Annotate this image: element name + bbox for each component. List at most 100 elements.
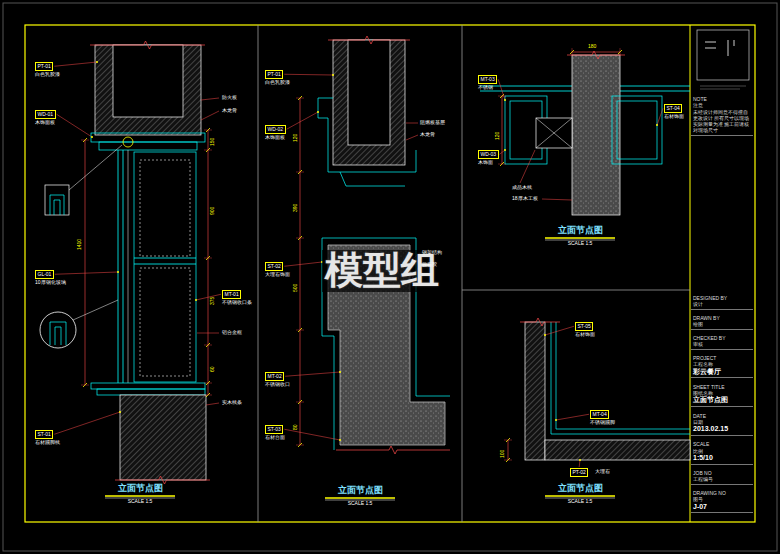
detail-bubble bbox=[123, 137, 133, 147]
cell-heading: 图号 bbox=[693, 496, 751, 502]
material-tag: WD-03 bbox=[478, 150, 499, 159]
dimension-text: 100 bbox=[500, 450, 506, 458]
tag-code: ST-04 bbox=[667, 105, 680, 112]
floor-section bbox=[545, 440, 690, 460]
material-tag: MT-02 bbox=[265, 372, 284, 381]
note-text: 白色乳胶漆 bbox=[265, 80, 290, 86]
finish-layer bbox=[556, 322, 690, 429]
leader-line bbox=[406, 123, 418, 124]
tag-code: MT-04 bbox=[593, 411, 607, 418]
tag-leader bbox=[579, 460, 581, 467]
note-text: 铝合金框 bbox=[222, 330, 242, 336]
window-pane bbox=[140, 160, 190, 256]
window-frame bbox=[134, 152, 196, 382]
cell-heading: CHECKED BY bbox=[693, 335, 751, 341]
wall-section bbox=[525, 322, 545, 460]
dimension-text: 60 bbox=[210, 366, 216, 372]
panel-divider bbox=[462, 290, 690, 291]
cell-heading: DATE bbox=[693, 413, 751, 419]
dimension-text: 390 bbox=[293, 204, 299, 212]
wall-section bbox=[333, 40, 405, 165]
cavity-box bbox=[536, 118, 572, 148]
leader-line bbox=[201, 111, 219, 120]
break-line bbox=[520, 318, 560, 326]
tag-code: GL-01 bbox=[38, 271, 52, 278]
dimension-text: 180 bbox=[588, 44, 596, 50]
cell-value: 1:5/10 bbox=[693, 454, 751, 463]
title-block-cell: PROJECT工程名称彩云餐厅 bbox=[691, 354, 753, 378]
material-tag: WD-01 bbox=[35, 110, 56, 119]
material-tag: MT-01 bbox=[222, 290, 241, 299]
dimension-extension bbox=[504, 440, 512, 441]
dimension-extension bbox=[296, 330, 304, 331]
leader-dot bbox=[504, 99, 506, 101]
cell-value: 立面节点图 bbox=[693, 396, 751, 405]
tag-leader bbox=[284, 429, 340, 440]
glass-line bbox=[128, 150, 129, 383]
dimension-extension bbox=[204, 150, 212, 151]
sheet-border bbox=[3, 3, 777, 551]
note-text: 不锈钢 bbox=[478, 85, 493, 91]
cell-heading: SCALE bbox=[693, 441, 751, 447]
drawing-title: 立面节点图 bbox=[558, 226, 603, 236]
material-tag: MT-04 bbox=[590, 410, 609, 419]
title-block-cell: DRAWING NO图号J-07 bbox=[691, 489, 753, 513]
finish-layer bbox=[551, 322, 690, 434]
cell-value: J-07 bbox=[693, 503, 751, 512]
detail-leader bbox=[69, 145, 122, 190]
tag-code: ST-02 bbox=[268, 263, 281, 270]
drawing-title: 立面节点图 bbox=[558, 484, 603, 494]
detail-profile bbox=[50, 195, 64, 215]
dimension-extension bbox=[504, 460, 512, 461]
material-tag: PT-02 bbox=[570, 468, 588, 477]
dimension-extension bbox=[296, 98, 304, 99]
leader-dot bbox=[117, 271, 119, 273]
cell-heading: 注意 bbox=[693, 102, 751, 108]
material-tag: ST-02 bbox=[265, 262, 283, 271]
tag-leader bbox=[284, 262, 322, 266]
leader-dot bbox=[96, 61, 98, 63]
cell-heading: 审核 bbox=[693, 341, 751, 347]
note-text: 石材台面 bbox=[265, 435, 285, 441]
cell-value: 未经设计师同意不得擅自更改设计 所有尺寸以现场实际测量为准 施工前请核对现场尺寸 bbox=[693, 109, 751, 134]
tag-leader bbox=[55, 272, 118, 274]
note-text: SCALE 1:5 bbox=[348, 501, 373, 507]
notes-cell: NOTE注意未经设计师同意不得擅自更改设计 所有尺寸以现场实际测量为准 施工前请… bbox=[691, 95, 753, 136]
sill-layer bbox=[91, 383, 205, 389]
cavity-cross bbox=[536, 118, 572, 148]
tag-code: MT-01 bbox=[225, 291, 239, 298]
title-block-cell: SHEET TITLE图纸名称立面节点图 bbox=[691, 383, 753, 407]
note-text: SCALE 1:5 bbox=[568, 499, 593, 505]
note-text: 石材饰面 bbox=[575, 332, 595, 338]
tag-code: MT-03 bbox=[481, 76, 495, 83]
note-text: 不锈钢收口条 bbox=[222, 300, 252, 306]
base-section bbox=[120, 395, 206, 480]
note-text: 木龙骨 bbox=[222, 108, 237, 114]
tag-leader bbox=[498, 79, 505, 100]
dimension-extension bbox=[498, 96, 506, 97]
cell-heading: DRAWING NO bbox=[693, 490, 751, 496]
note-text: 石材踢脚线 bbox=[35, 440, 60, 446]
material-tag: ST-01 bbox=[35, 430, 53, 439]
dimension-text: 1410 bbox=[77, 239, 83, 250]
title-underline bbox=[545, 237, 615, 239]
break-line bbox=[336, 446, 450, 454]
window-pane bbox=[140, 268, 190, 376]
wall-section bbox=[95, 45, 201, 135]
detail-profile bbox=[50, 322, 66, 345]
drawing-title: 立面节点图 bbox=[338, 486, 383, 496]
dimension-text: 80 bbox=[293, 424, 299, 430]
detail-box bbox=[45, 185, 69, 215]
panel-divider bbox=[258, 25, 259, 522]
dimension-extension bbox=[296, 445, 304, 446]
note-text: 白色乳胶漆 bbox=[35, 72, 60, 78]
tag-leader bbox=[556, 414, 589, 420]
leader-dot bbox=[544, 334, 546, 336]
leader-dot bbox=[119, 411, 121, 413]
dimension-line bbox=[208, 130, 209, 395]
panel-divider bbox=[462, 25, 463, 522]
box-section bbox=[617, 101, 657, 159]
note-text: 石材饰面 bbox=[664, 114, 684, 120]
